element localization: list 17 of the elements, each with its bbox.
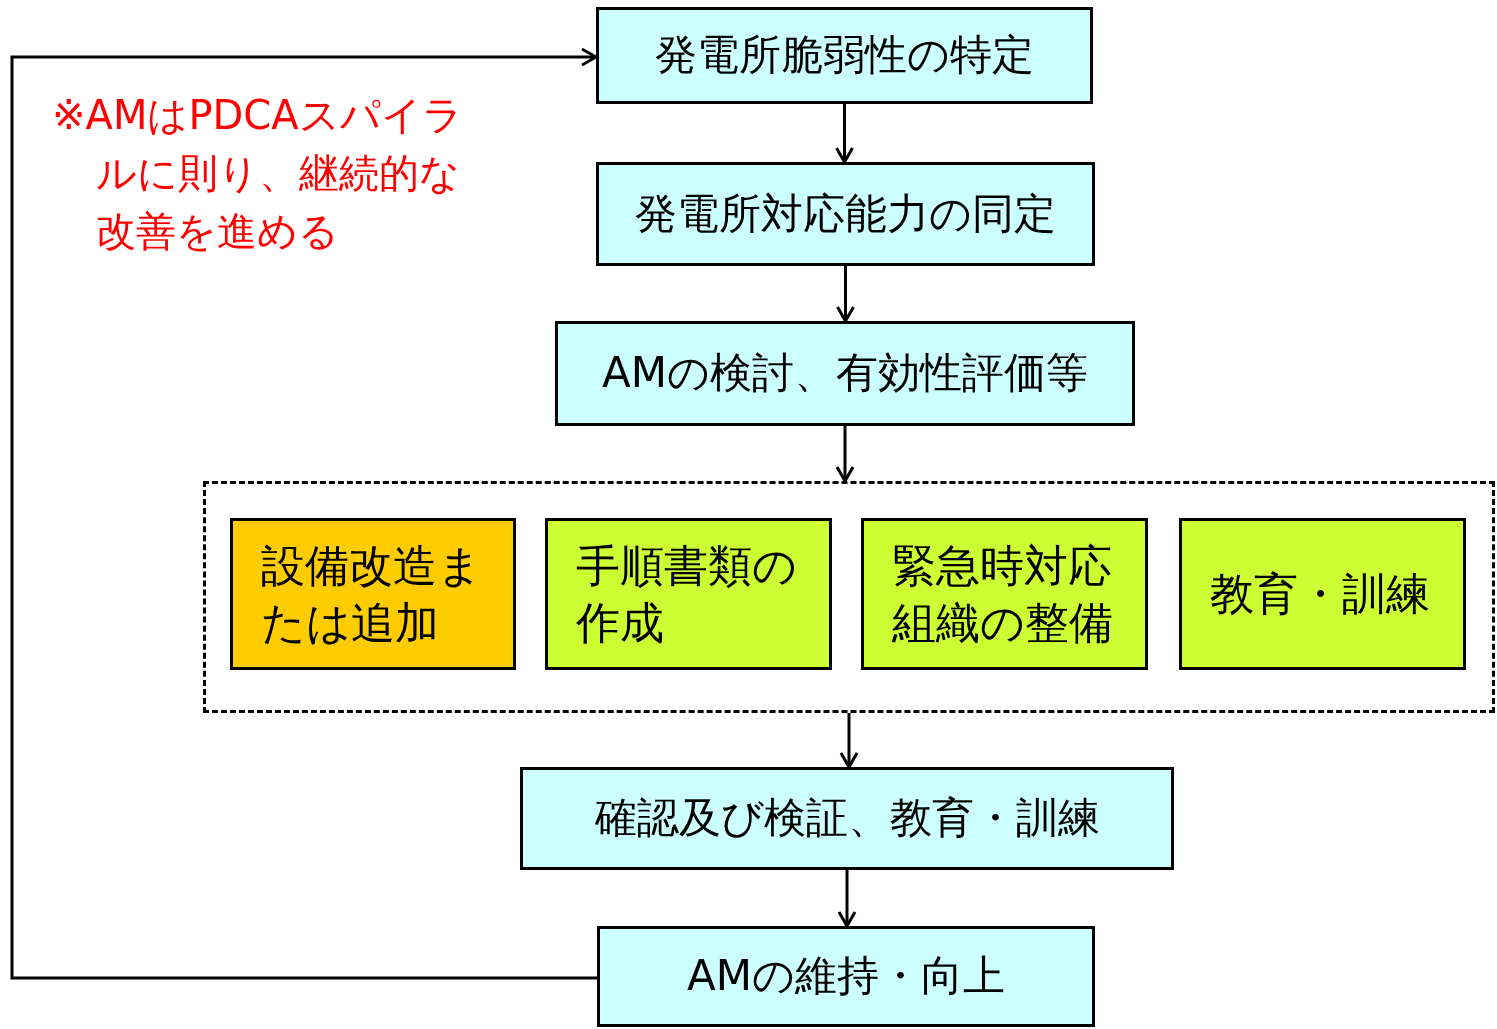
process-box: 発電所対応能力の同定 (596, 162, 1095, 266)
dashed-group-box (203, 481, 1495, 713)
arrow (839, 713, 859, 769)
process-box: 緊急時対応組織の整備 (861, 518, 1148, 670)
process-box: AMの検討、有効性評価等 (555, 321, 1135, 426)
process-box: AMの維持・向上 (597, 926, 1095, 1027)
arrow (837, 870, 857, 928)
process-box: 教育・訓練 (1179, 518, 1466, 670)
arrow (835, 104, 854, 164)
process-box: 確認及び検証、教育・訓練 (520, 767, 1174, 870)
process-box: 発電所脆弱性の特定 (596, 7, 1093, 104)
arrow (10, 47, 598, 980)
arrow (835, 426, 855, 483)
process-box: 設備改造または追加 (230, 518, 516, 670)
arrow (836, 266, 855, 323)
process-box: 手順書類の作成 (545, 518, 832, 670)
note-text: ※AMはPDCAスパイラルに則り、継続的な改善を進める (52, 91, 464, 256)
